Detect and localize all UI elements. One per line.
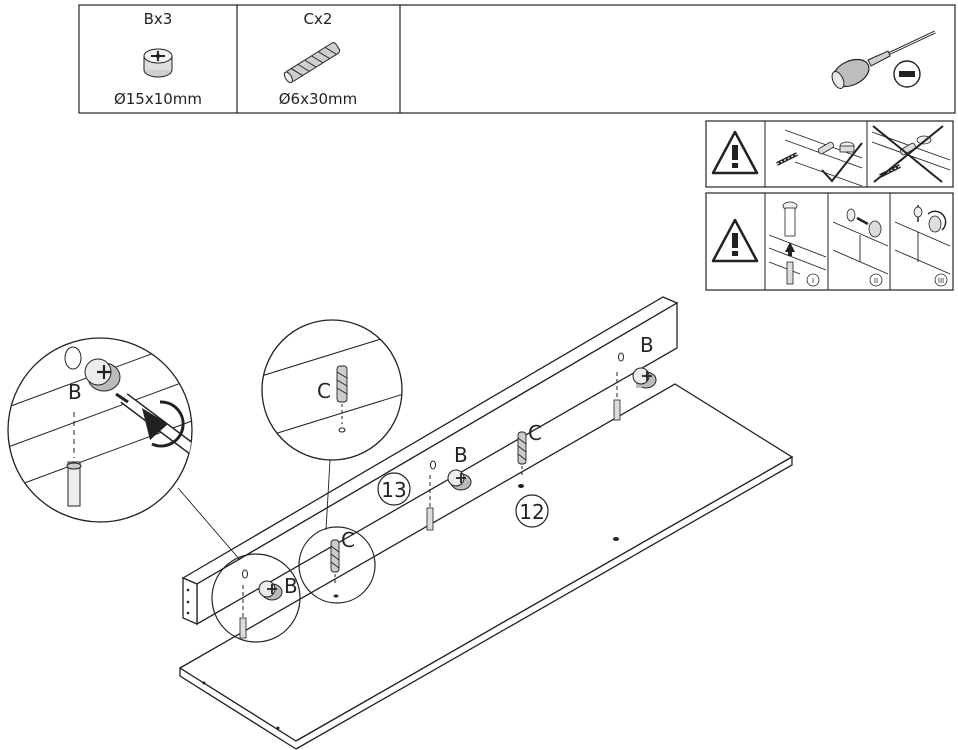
flathead-screwdriver-icon	[831, 30, 936, 89]
sequence-step-label: III	[938, 277, 944, 285]
cam-bolt	[239, 617, 247, 639]
incorrect-assembly-sketch	[871, 125, 951, 183]
wooden-dowel-icon	[283, 42, 341, 84]
part-b-size: Ø15x10mm	[114, 90, 202, 108]
cam-hole	[613, 537, 619, 541]
label-b: B	[68, 380, 82, 404]
part-c-qty: Cx2	[304, 10, 333, 28]
sequence-step-label: II	[874, 277, 878, 285]
step-number-text: 12	[519, 500, 544, 524]
sequence-step-2-sketch: II	[832, 208, 889, 287]
warning-panel-dowel-orientation	[705, 120, 954, 188]
cam-lock: B	[613, 333, 657, 421]
label-c: C	[317, 379, 331, 403]
label-b: B	[640, 333, 654, 357]
step-number-badge: 12	[515, 494, 549, 528]
cross-icon	[872, 125, 944, 183]
warning-triangle-icon	[711, 218, 759, 263]
cam-lock: B	[426, 443, 472, 531]
cam-hole	[242, 569, 248, 579]
cam-hole	[618, 352, 624, 362]
hardware-table-border	[78, 4, 956, 114]
leader-line	[177, 487, 241, 561]
checkmark-icon	[821, 142, 863, 183]
warning-triangle-icon	[711, 130, 759, 175]
callout-circle-cam: B	[211, 553, 301, 643]
label-c: C	[341, 528, 355, 552]
sequence-step-label: I	[812, 277, 814, 285]
label-c: C	[528, 421, 542, 445]
hardware-table: Bx3 Ø15x10mm Cx2 Ø6x30mm	[78, 4, 956, 114]
dowel-hole	[333, 594, 339, 598]
detail-circle-dowel-insertion: C	[261, 319, 403, 461]
leader-line	[325, 459, 331, 531]
dowel-hole	[518, 484, 524, 488]
detail-circle-cam-tightening: B	[7, 337, 193, 523]
sequence-step-1-sketch: I	[768, 201, 827, 287]
step-number-badge: 13	[377, 472, 411, 506]
sequence-step-3-sketch: III	[894, 205, 951, 287]
label-b: B	[454, 443, 468, 467]
side-rail	[181, 296, 679, 626]
bottom-panel	[178, 383, 794, 750]
part-b-qty: Bx3	[144, 10, 173, 28]
step-number-text: 13	[381, 478, 406, 502]
cam-bolt	[426, 507, 434, 531]
cam-bolt	[613, 399, 621, 421]
correct-assembly-sketch	[776, 129, 863, 187]
cam-lock-icon	[143, 48, 173, 78]
part-c-size: Ø6x30mm	[279, 90, 358, 108]
label-b: B	[284, 574, 298, 598]
warning-panel-cam-sequence: I II III	[705, 192, 954, 291]
callout-circle-dowel: C	[298, 526, 376, 604]
cam-hole	[430, 460, 436, 470]
dowel: C	[517, 421, 542, 478]
